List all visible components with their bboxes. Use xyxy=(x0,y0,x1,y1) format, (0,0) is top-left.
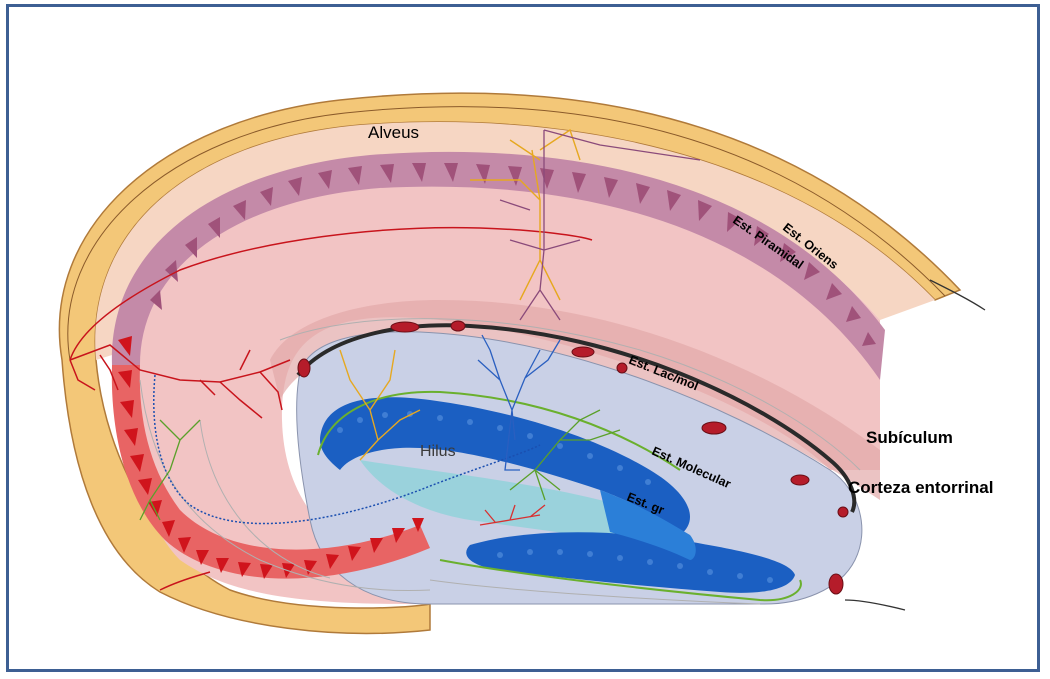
label-corteza-entorrinal: Corteza entorrinal xyxy=(848,478,993,497)
label-subiculum: Subículum xyxy=(866,428,953,447)
label-hilus: Hilus xyxy=(420,443,456,460)
label-alveus: Alveus xyxy=(368,123,419,142)
